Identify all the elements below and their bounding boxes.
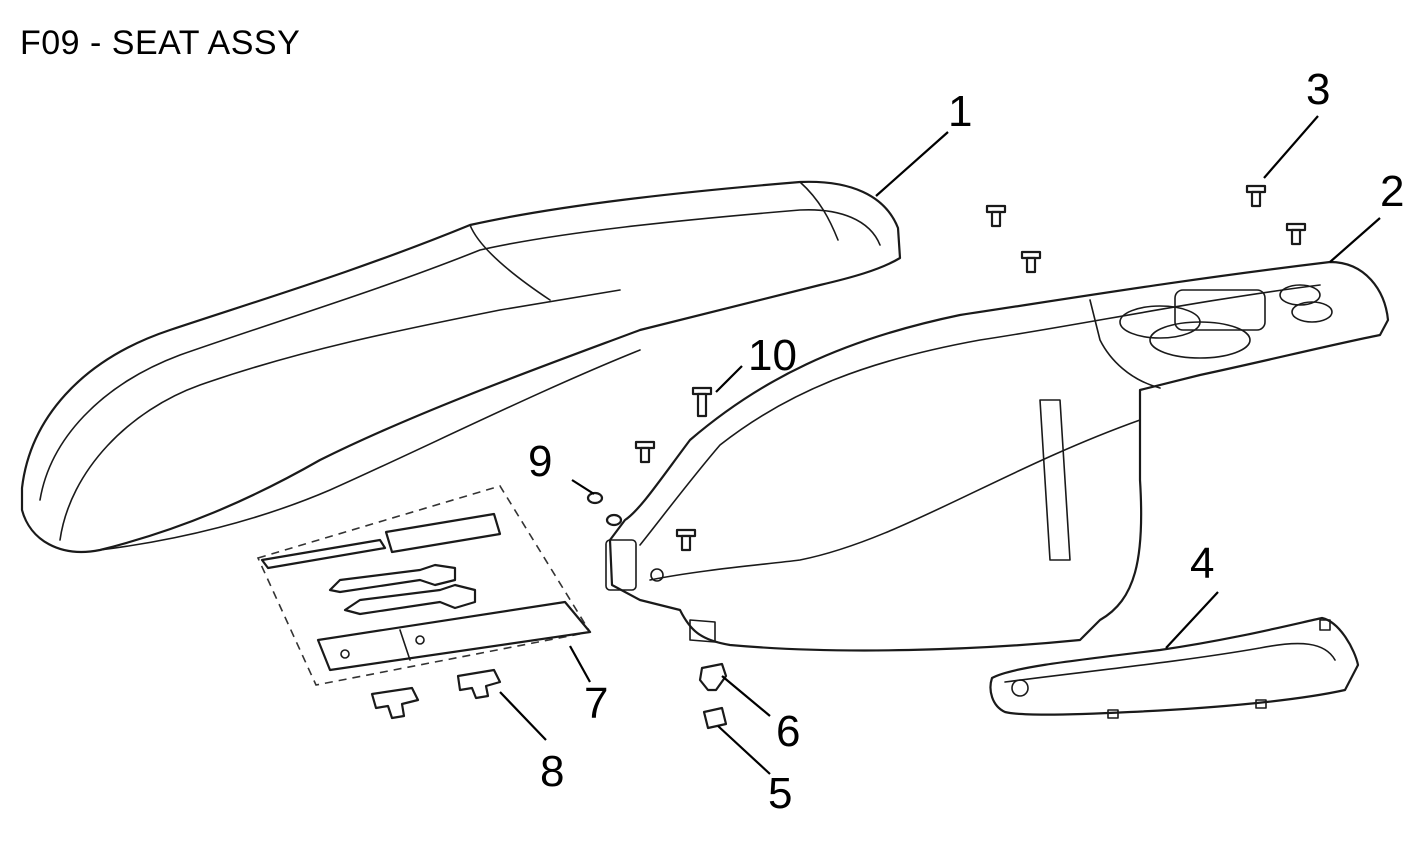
callout-4: 4 xyxy=(1190,539,1214,588)
leader-line-7 xyxy=(569,645,591,683)
callout-7: 7 xyxy=(584,679,608,728)
buffer-6 xyxy=(698,662,728,692)
leader-line-6 xyxy=(721,675,771,717)
leader-line-1 xyxy=(875,131,949,197)
storage-box xyxy=(605,260,1390,652)
callout-6: 6 xyxy=(776,707,800,756)
nut-group-9 xyxy=(586,491,623,527)
leader-line-9 xyxy=(571,479,595,495)
callout-1: 1 xyxy=(948,87,972,136)
callout-9: 9 xyxy=(528,437,552,486)
tool-kit xyxy=(256,485,592,686)
callout-10: 10 xyxy=(748,331,797,380)
leader-line-5 xyxy=(717,725,771,775)
box-cover xyxy=(989,616,1360,719)
callout-3: 3 xyxy=(1306,65,1330,114)
clip-5 xyxy=(702,706,728,730)
leader-line-4 xyxy=(1165,591,1219,649)
leader-line-10 xyxy=(715,365,743,393)
callout-2: 2 xyxy=(1380,167,1404,216)
callout-8: 8 xyxy=(540,747,564,796)
leader-line-2 xyxy=(1329,217,1381,263)
leader-line-3 xyxy=(1263,115,1319,179)
callout-5: 5 xyxy=(768,769,792,818)
seat-cushion xyxy=(20,180,902,553)
clamp-group-8 xyxy=(370,668,502,720)
diagram-title: F09 - SEAT ASSY xyxy=(20,24,301,62)
bolt-group-3 xyxy=(985,184,1307,274)
leader-line-8 xyxy=(499,691,547,741)
bolt-group-10 xyxy=(634,386,713,552)
